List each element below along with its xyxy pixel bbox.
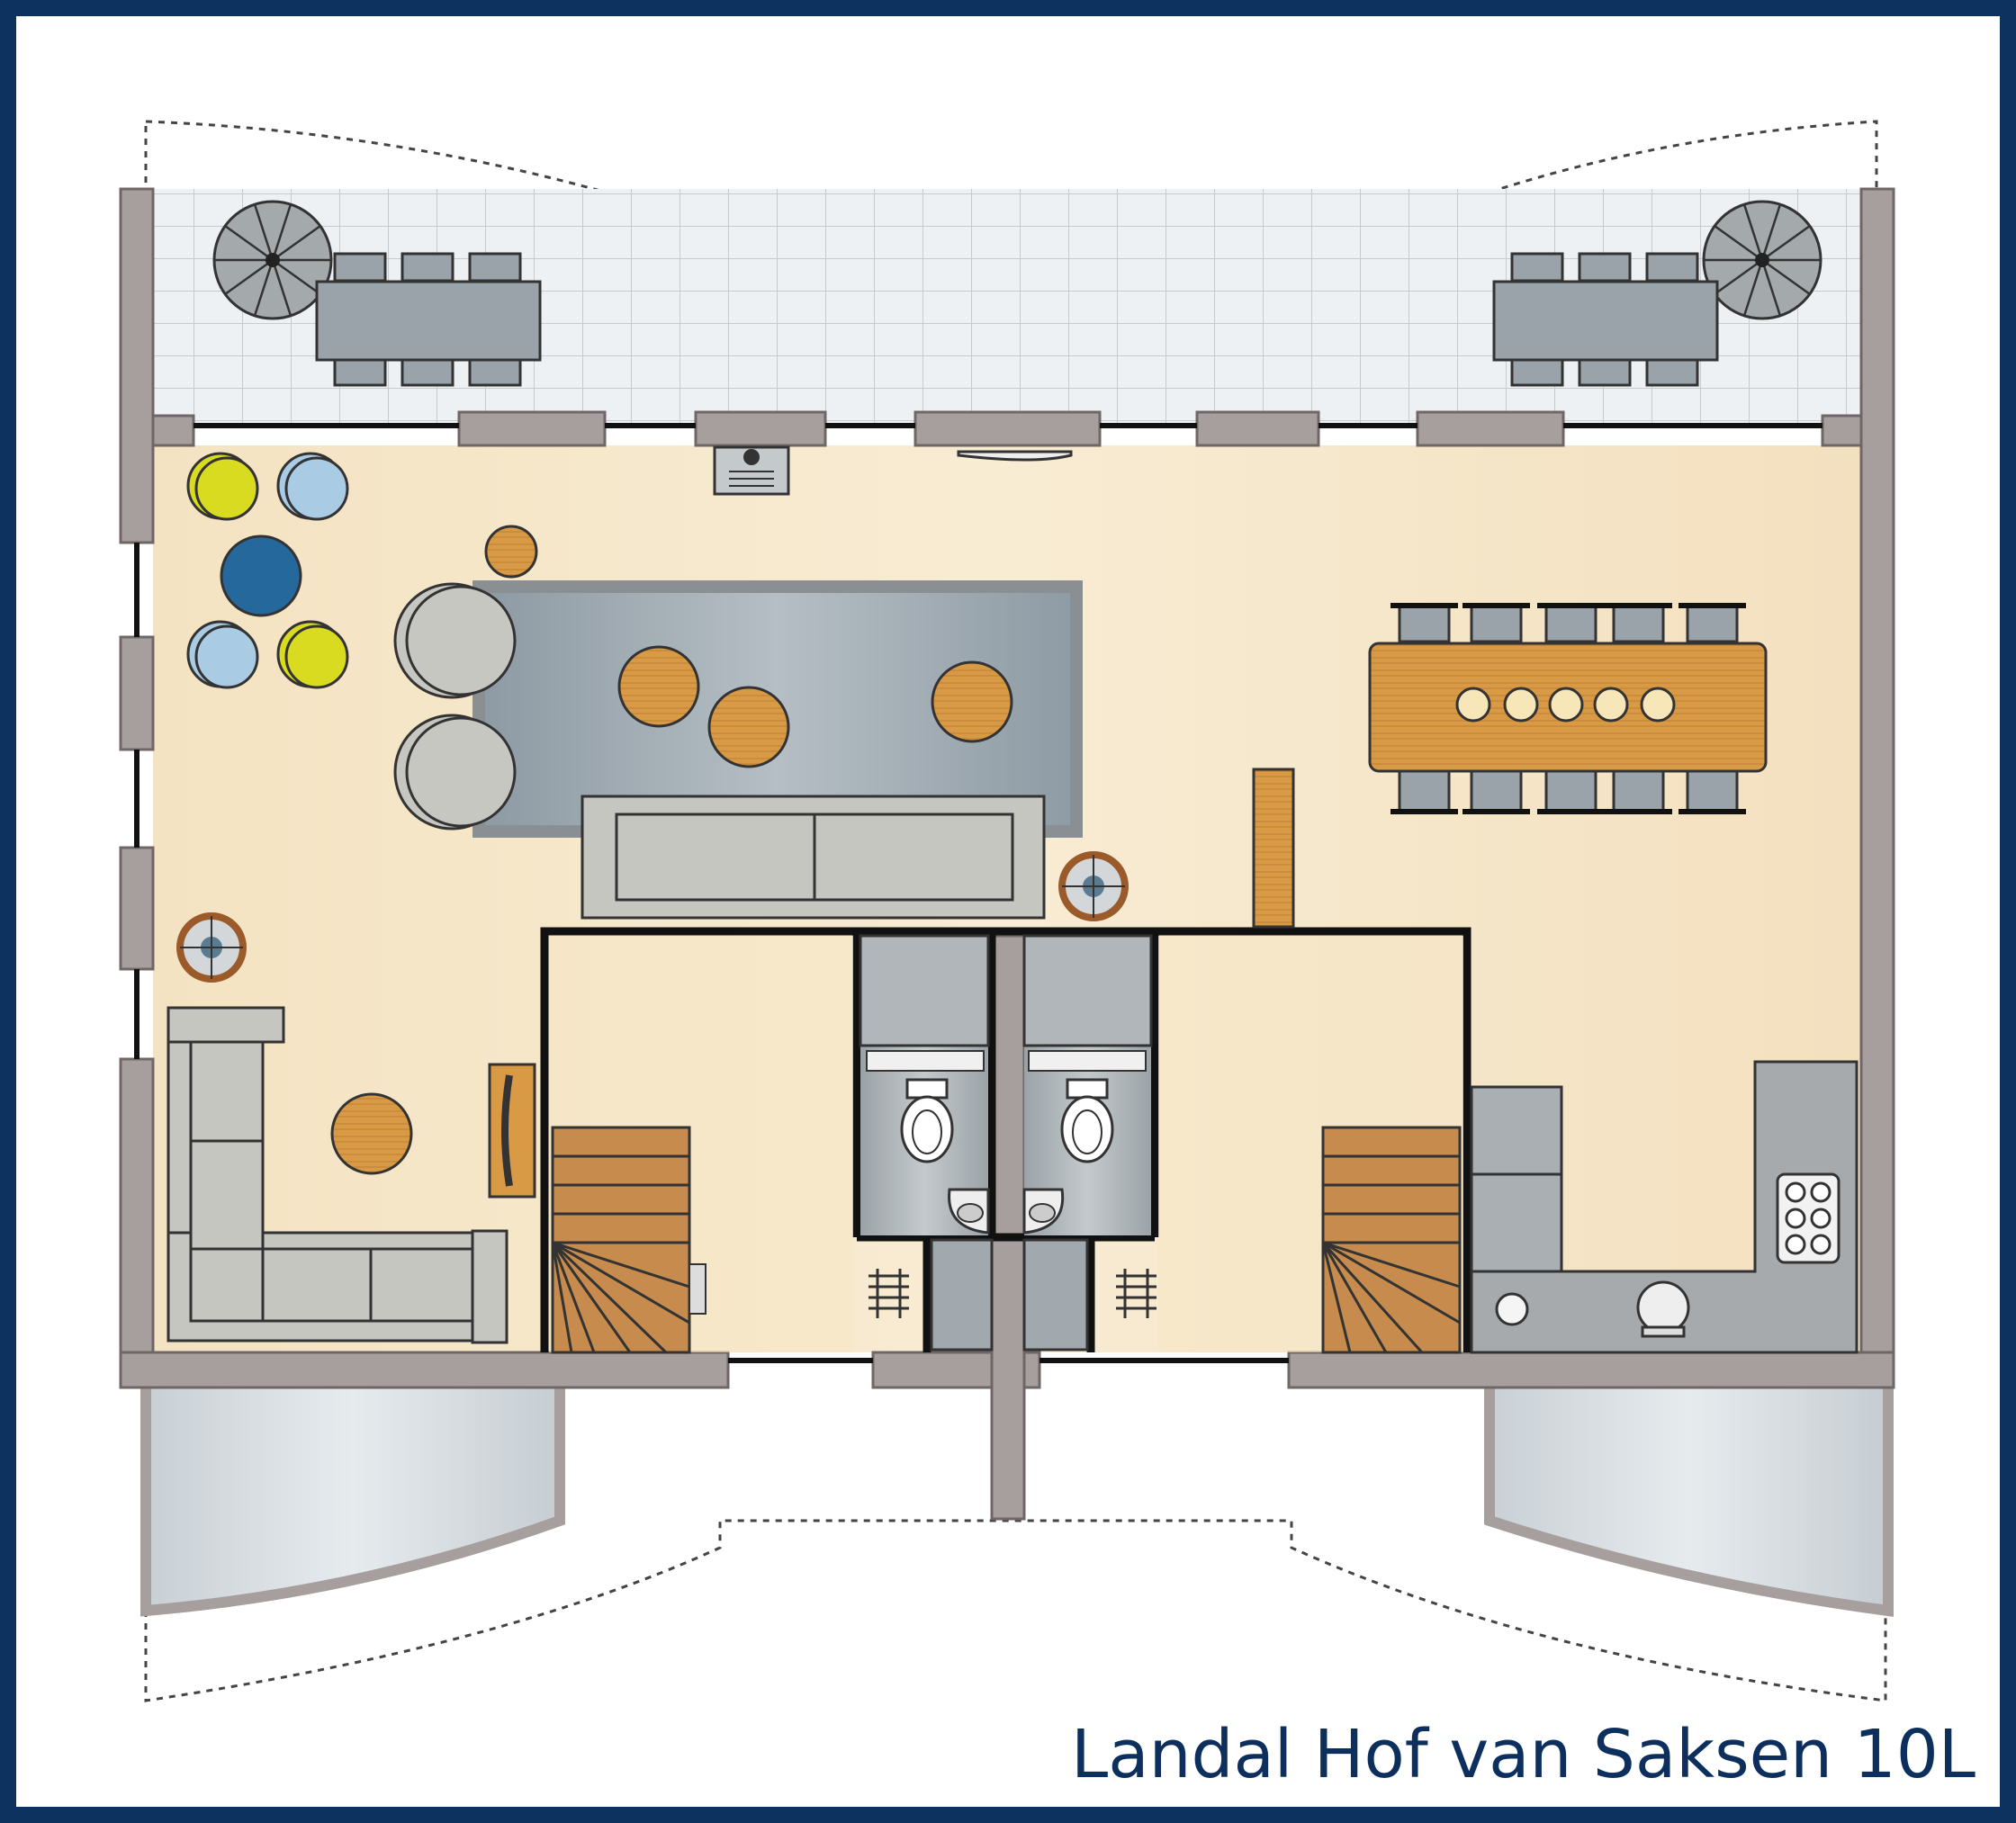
staircase-left xyxy=(551,1126,691,1354)
walls xyxy=(119,187,1895,1521)
kitchen xyxy=(1470,1060,1858,1354)
spiral-staircase-icon xyxy=(1702,200,1822,320)
terrace-dining-set-left xyxy=(315,252,542,387)
toilet-icon xyxy=(900,1078,954,1163)
balcony-left xyxy=(140,1376,565,1617)
floor-lamp-icon xyxy=(176,912,247,983)
towel-radiator-icon xyxy=(868,1269,909,1318)
bathroom-left xyxy=(859,934,994,1352)
sofa-front xyxy=(580,795,1046,920)
towel-radiator-icon xyxy=(1116,1269,1156,1318)
plan-caption: Landal Hof van Saksen 10L xyxy=(1071,1716,1976,1793)
dining-set xyxy=(1368,603,1768,814)
wall-heater xyxy=(957,450,1073,462)
toilet-icon xyxy=(1060,1078,1114,1163)
light-switch xyxy=(688,1263,706,1315)
partitions xyxy=(540,927,1472,1352)
spiral-staircase-icon xyxy=(212,200,333,320)
terrace-dining-set-right xyxy=(1492,252,1719,387)
staircase-right xyxy=(1321,1126,1462,1354)
corner-sofa xyxy=(166,1006,508,1344)
bathroom-right xyxy=(1022,934,1153,1352)
tv-cabinet xyxy=(488,1063,536,1199)
poufs xyxy=(393,582,517,831)
balcony-right xyxy=(1484,1376,1894,1617)
colored-chairs xyxy=(186,452,349,689)
floor-lamp-icon xyxy=(1058,851,1129,921)
room-divider xyxy=(1252,768,1295,929)
round-tables xyxy=(330,525,1013,1175)
sink-icon xyxy=(948,1188,990,1235)
roof-outline-bottom xyxy=(144,1519,1887,1702)
stove-icon xyxy=(713,445,790,496)
windows xyxy=(134,423,1822,1363)
sink-icon xyxy=(1022,1188,1065,1235)
